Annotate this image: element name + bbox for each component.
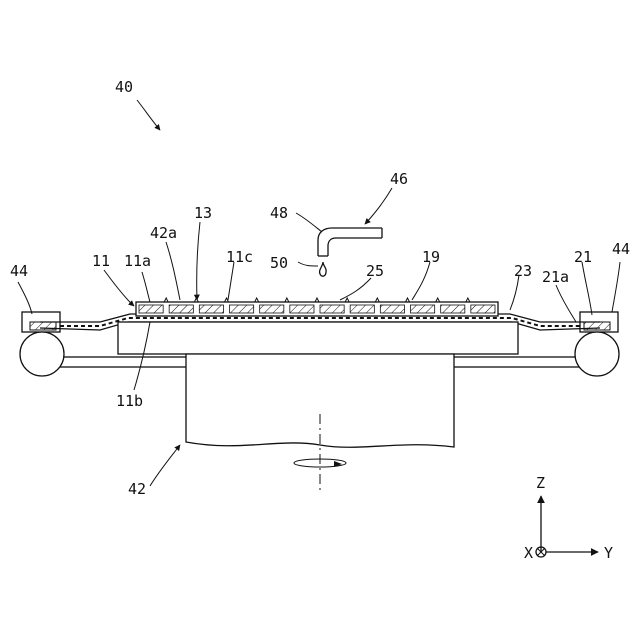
device-chip: [320, 305, 344, 313]
label-19: 19: [422, 248, 440, 266]
label-42: 42: [128, 480, 146, 498]
device-chip: [350, 305, 374, 313]
device-chip: [411, 305, 435, 313]
label-44-right: 44: [612, 240, 630, 258]
label-11c: 11c: [226, 248, 253, 266]
label-23: 23: [514, 262, 532, 280]
label-21a: 21a: [542, 268, 569, 286]
wafer-chip-row: [136, 298, 498, 316]
axis-x-label: X: [524, 544, 533, 562]
label-21: 21: [574, 248, 592, 266]
spindle-42: [186, 354, 454, 492]
nozzle-46: [318, 228, 382, 256]
device-chip: [290, 305, 314, 313]
chuck-table: [118, 322, 518, 354]
label-48: 48: [270, 204, 288, 222]
device-chip: [380, 305, 404, 313]
device-chip: [441, 305, 465, 313]
label-44-left: 44: [10, 262, 28, 280]
label-11a: 11a: [124, 252, 151, 270]
axis-y-label: Y: [604, 544, 613, 562]
device-chip: [230, 305, 254, 313]
label-13: 13: [194, 204, 212, 222]
device-chip: [471, 305, 495, 313]
device-chip: [260, 305, 284, 313]
label-11: 11: [92, 252, 110, 270]
device-chip: [139, 305, 163, 313]
label-40: 40: [115, 78, 133, 96]
label-11b: 11b: [116, 392, 143, 410]
coordinate-axes: Z X Y: [524, 474, 613, 562]
label-42a: 42a: [150, 224, 177, 242]
droplet-50: [320, 262, 327, 276]
label-25: 25: [366, 262, 384, 280]
label-50: 50: [270, 254, 288, 272]
device-chip: [169, 305, 193, 313]
label-46: 46: [390, 170, 408, 188]
axis-z-label: Z: [536, 474, 545, 492]
device-chip: [199, 305, 223, 313]
